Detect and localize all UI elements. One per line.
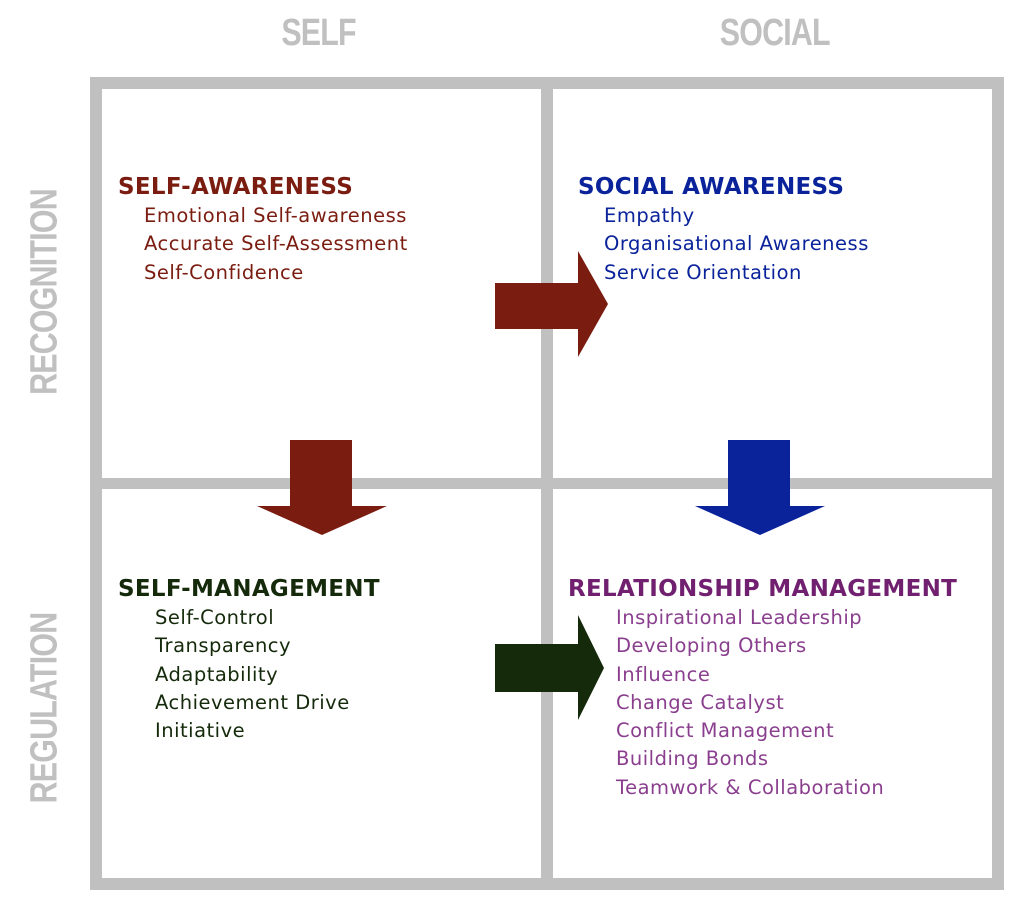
- competency-item: Self-Control: [155, 606, 275, 629]
- competency-item: Teamwork & Collaboration: [616, 775, 885, 799]
- competency-item: Emotional Self-awareness: [144, 204, 407, 227]
- competency-item: Self-Confidence: [144, 260, 304, 284]
- quadrant-social-awareness: SOCIAL AWARENESS Empathy Organisational …: [578, 172, 869, 287]
- column-label-social: SOCIAL: [719, 12, 831, 54]
- competency-item: Developing Others: [616, 634, 807, 658]
- competency-item: Adaptability: [155, 662, 279, 686]
- competency-item: Organisational Awareness: [604, 232, 869, 256]
- grid-horizontal-divider: [90, 478, 1004, 489]
- arrow-down-icon: [695, 440, 825, 535]
- quadrant-title: SELF-AWARENESS: [118, 174, 354, 200]
- competency-item: Empathy: [604, 204, 695, 227]
- competency-item: Accurate Self-Assessment: [144, 232, 408, 256]
- quadrant-self-awareness: SELF-AWARENESS Emotional Self-awareness …: [118, 172, 408, 287]
- arrow-right-icon: [495, 615, 604, 720]
- competency-item: Change Catalyst: [616, 690, 785, 714]
- competency-item: Transparency: [155, 634, 292, 658]
- competency-item: Service Orientation: [604, 260, 802, 284]
- quadrant-title: SELF-MANAGEMENT: [118, 576, 380, 602]
- competency-item: Initiative: [155, 719, 246, 743]
- competency-item: Building Bonds: [616, 747, 769, 771]
- competency-item: Achievement Drive: [155, 690, 350, 714]
- arrow-right-icon: [495, 251, 608, 357]
- competency-item: Inspirational Leadership: [616, 606, 863, 629]
- quadrant-title: SOCIAL AWARENESS: [578, 174, 845, 200]
- competency-item: Conflict Management: [616, 719, 835, 743]
- competency-item: Influence: [616, 662, 711, 686]
- quadrant-title: RELATIONSHIP MANAGEMENT: [568, 576, 958, 602]
- quadrant-self-management: SELF-MANAGEMENT Self-Control Transparenc…: [118, 574, 380, 745]
- quadrant-relationship-management: RELATIONSHIP MANAGEMENT Inspirational Le…: [568, 574, 957, 802]
- column-label-self: SELF: [281, 12, 356, 54]
- arrow-down-icon: [257, 440, 387, 535]
